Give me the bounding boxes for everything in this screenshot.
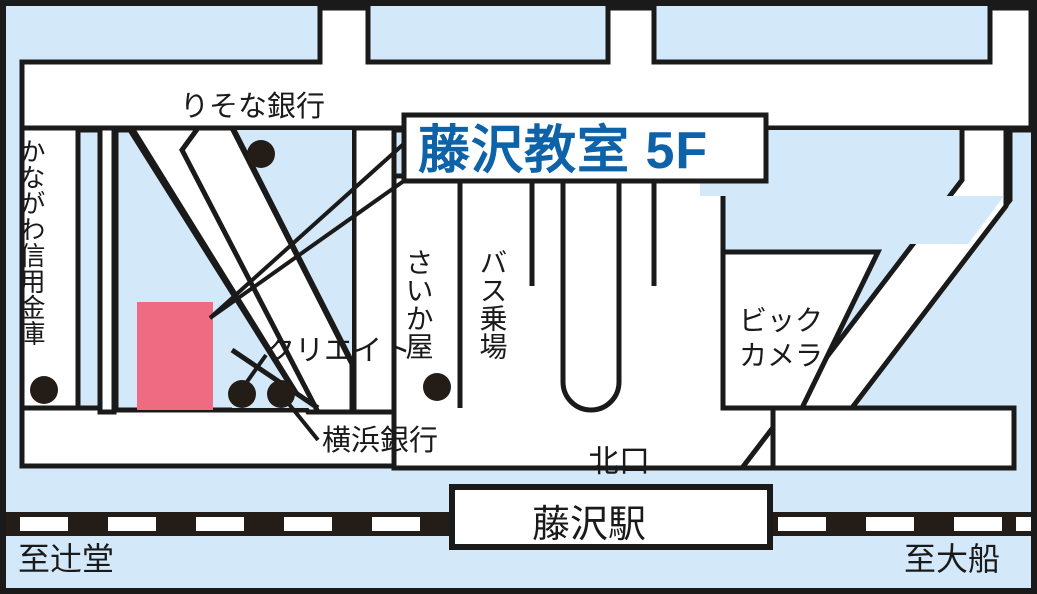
label-bus-stop: バス乗場 (477, 248, 508, 360)
plaza-dividers (457, 178, 657, 408)
label-risona-bank: りそな銀行 (180, 90, 325, 123)
building-bic-camera (720, 249, 882, 411)
label-north-exit: 北口 (588, 444, 650, 479)
leader-yokohama (282, 396, 320, 442)
title-callout-text: 藤沢教室 5F (418, 122, 708, 180)
label-bic-camera-line2: カメラ (739, 340, 823, 371)
highlight-building (137, 302, 213, 410)
road-top-overlay (19, 5, 1034, 131)
rail-tie (1016, 517, 1031, 531)
label-saikaya: さいか屋 (403, 248, 434, 360)
label-kanagawa-shinkin: かながわ信用金庫 (16, 138, 46, 346)
leader-callout-a (208, 138, 410, 320)
rail-tie (372, 517, 420, 531)
fujisawa-station-box (449, 484, 773, 550)
bus-terminal-lane (560, 178, 622, 413)
rail-tie (866, 517, 914, 531)
risona-bank-dot (247, 140, 275, 168)
railway (6, 512, 1031, 536)
poi-dots (30, 140, 451, 408)
rail-tie (284, 517, 332, 531)
block-left-restore-edge (113, 127, 309, 413)
leader-lines (208, 138, 410, 442)
saikaya-dot (423, 373, 451, 401)
road-overlay (19, 5, 1034, 471)
label-to-tsujido: 至辻堂 (18, 541, 114, 577)
road-narrow-vertical (97, 125, 117, 415)
label-fujisawa-station: 藤沢駅 (532, 504, 646, 546)
rail-ties-right (778, 517, 1031, 531)
road-plaza-overlay (391, 173, 778, 471)
label-to-ofuna: 至大船 (904, 541, 1000, 577)
rail-tie (108, 517, 156, 531)
leader-callout-b (208, 176, 410, 320)
rail-tie (196, 517, 244, 531)
create-dot (228, 380, 256, 408)
title-callout-box (401, 112, 769, 184)
rail-ties-left (20, 517, 420, 531)
label-create: クリエイト (266, 335, 411, 367)
block-create-restore-edge (230, 347, 320, 411)
rail-tie (778, 517, 826, 531)
rail-tie (20, 517, 68, 531)
label-yokohama-bank: 横浜銀行 (322, 424, 438, 457)
leader-create (242, 353, 268, 388)
yokohama-bank-dot (267, 380, 295, 408)
block-above-bic (723, 196, 1004, 244)
road-east-group (720, 125, 1017, 471)
label-bic-camera-line1: ビック (739, 305, 823, 336)
kanagawa-shinkin-dot (30, 376, 58, 404)
block-ne-restore (700, 130, 1006, 196)
rail-tie (954, 517, 1002, 531)
road-diag-sw-overlay (179, 125, 355, 415)
road-east-horizontal (770, 405, 1017, 471)
